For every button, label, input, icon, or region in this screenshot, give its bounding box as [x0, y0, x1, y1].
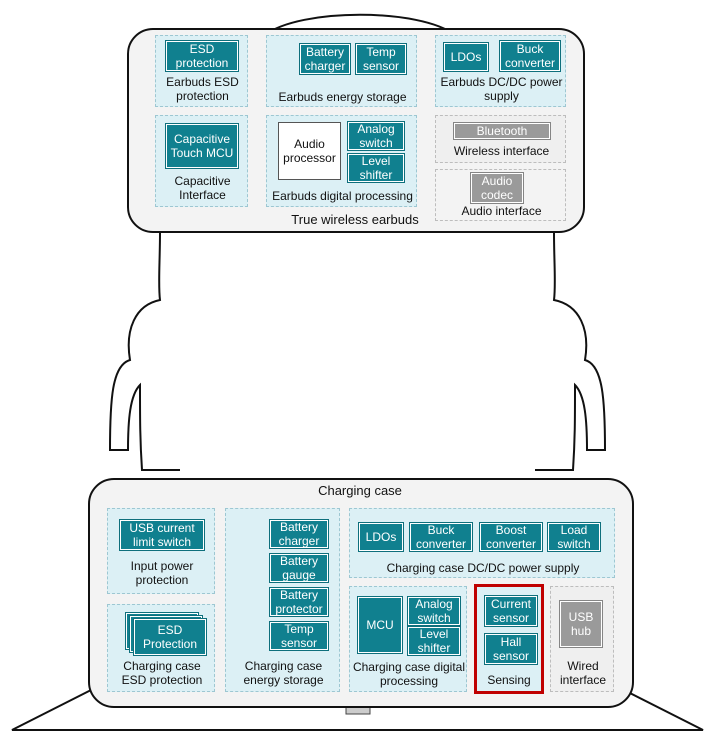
usb-hub-chip: USB hub	[560, 601, 602, 647]
case-esd-zone: ESD Protection Charging case ESD protect…	[107, 604, 215, 692]
case-esd-chip: ESD Protection	[134, 619, 206, 655]
case-dcdc-zone: LDOs Buck converter Boost converter Load…	[349, 508, 615, 578]
mcu-chip: MCU	[358, 597, 402, 653]
case-analog-switch-chip: Analog switch	[408, 597, 460, 625]
case-esd-label: Charging case ESD protection	[121, 659, 203, 687]
sensing-zone: Current sensor Hall sensor Sensing	[474, 584, 544, 694]
usb-current-limit-switch-chip: USB current limit switch	[120, 520, 204, 550]
earbuds-energy-zone: Battery charger Temp sensor Earbuds ener…	[266, 35, 417, 107]
audio-codec-chip: Audio codec	[471, 173, 523, 203]
wireless-interface-zone: Bluetooth Wireless interface	[435, 115, 566, 163]
earbuds-temp-sensor-chip: Temp sensor	[356, 44, 406, 74]
wired-interface-zone: USB hub Wired interface	[550, 586, 614, 692]
battery-gauge-chip: Battery gauge	[270, 554, 328, 582]
earbuds-digital-zone: Audio processor Analog switch Level shif…	[266, 115, 417, 207]
case-title: Charging case	[318, 483, 402, 498]
earbuds-digital-label: Earbuds digital processing	[272, 189, 413, 203]
case-energy-label: Charging case energy storage	[243, 659, 324, 687]
earbuds-esd-label: Earbuds ESD protection	[166, 75, 239, 103]
earbuds-esd-zone: ESD protection Earbuds ESD protection	[155, 35, 248, 107]
case-buck-chip: Buck converter	[410, 523, 472, 551]
earbuds-buck-chip: Buck converter	[500, 41, 560, 71]
bluetooth-chip: Bluetooth	[454, 123, 550, 139]
case-battery-charger-chip: Battery charger	[270, 520, 328, 548]
earbuds-ldos-chip: LDOs	[444, 43, 488, 71]
hall-sensor-chip: Hall sensor	[485, 634, 537, 664]
audio-interface-label: Audio interface	[461, 204, 542, 218]
earbuds-battery-charger-chip: Battery charger	[300, 44, 350, 74]
earbuds-level-shifter-chip: Level shifter	[348, 154, 404, 182]
earbuds-analog-switch-chip: Analog switch	[348, 122, 404, 150]
earbuds-title: True wireless earbuds	[291, 212, 419, 227]
case-level-shifter-chip: Level shifter	[408, 627, 460, 655]
capacitive-touch-mcu-chip: Capacitive Touch MCU	[166, 124, 238, 168]
case-load-switch-chip: Load switch	[548, 523, 600, 551]
input-power-label: Input power protection	[130, 559, 194, 587]
wired-interface-label: Wired interface	[559, 659, 607, 687]
earbuds-esd-chip: ESD protection	[166, 41, 238, 71]
audio-processor-chip: Audio processor	[278, 122, 341, 180]
earbuds-touch-label: Capacitive Interface	[174, 174, 231, 202]
earbuds-energy-label: Earbuds energy storage	[278, 90, 407, 104]
earbuds-touch-zone: Capacitive Touch MCU Capacitive Interfac…	[155, 115, 248, 207]
battery-protector-chip: Battery protector	[270, 588, 328, 616]
case-temp-sensor-chip: Temp sensor	[270, 622, 328, 650]
sensing-label: Sensing	[487, 673, 531, 687]
earbuds-dcdc-label: Earbuds DC/DC power supply	[440, 75, 563, 103]
case-dcdc-label: Charging case DC/DC power supply	[386, 561, 580, 575]
case-ldos-chip: LDOs	[359, 523, 403, 551]
case-boost-chip: Boost converter	[480, 523, 542, 551]
wireless-interface-label: Wireless interface	[453, 144, 550, 158]
current-sensor-chip: Current sensor	[485, 596, 537, 626]
case-digital-label: Charging case digital processing	[352, 660, 466, 688]
case-digital-zone: MCU Analog switch Level shifter Charging…	[349, 586, 467, 692]
audio-interface-zone: Audio codec Audio interface	[435, 169, 566, 221]
earbuds-dcdc-zone: LDOs Buck converter Earbuds DC/DC power …	[435, 35, 566, 107]
input-power-zone: USB current limit switch Input power pro…	[107, 508, 215, 594]
case-energy-zone: Battery charger Battery gauge Battery pr…	[225, 508, 340, 692]
